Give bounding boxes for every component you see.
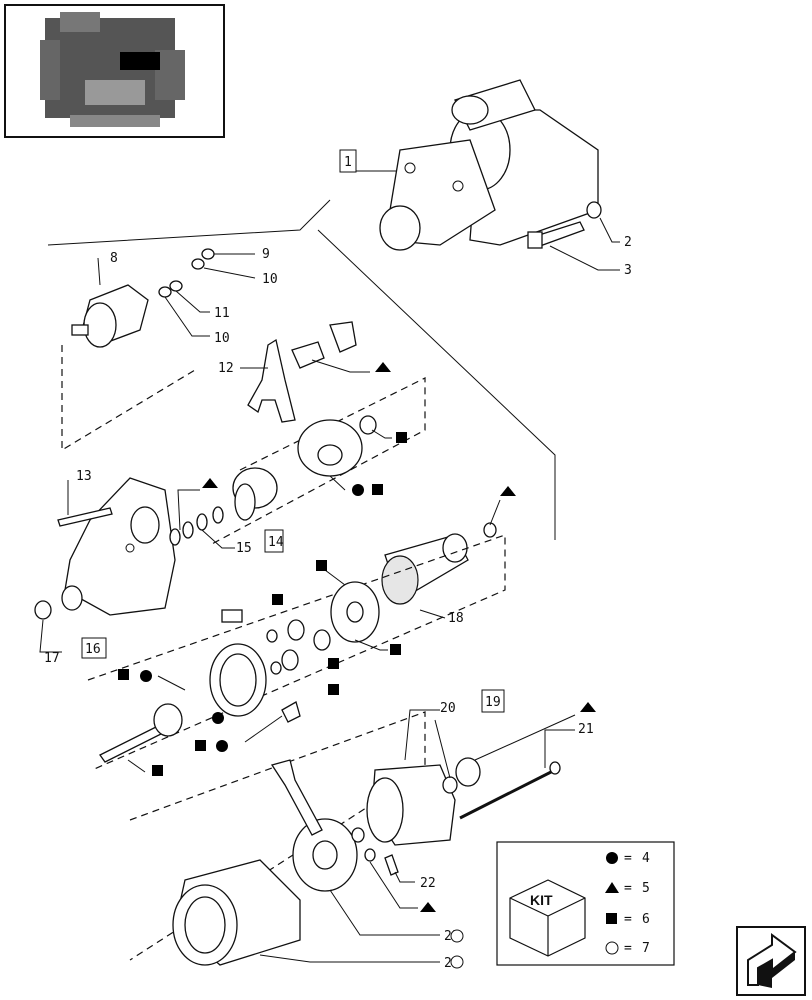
circle-marker [212, 712, 224, 724]
callout-1: 1 [339, 149, 408, 173]
engine-thumbnail-icon[interactable] [4, 4, 225, 138]
svg-text:4: 4 [642, 851, 650, 866]
square-marker [272, 594, 283, 605]
washer-part-2: 2 [586, 201, 632, 250]
nut-part-11: 11 [169, 280, 230, 321]
square-marker [396, 432, 407, 443]
brush-holder-plate-23: 23 [270, 759, 464, 944]
svg-text:=: = [624, 912, 632, 927]
circle-outline-marker [605, 941, 619, 955]
fork-lever-part-12: 12 [218, 338, 296, 423]
svg-text:19: 19 [485, 695, 501, 710]
kit-cube-icon: KIT [509, 879, 586, 957]
svg-text:=: = [624, 941, 632, 956]
svg-text:9: 9 [262, 247, 270, 262]
screw-part-22: 22 [364, 848, 436, 912]
svg-text:5: 5 [642, 881, 650, 896]
intermediate-housing [297, 415, 407, 496]
dashed-guide-drive [209, 377, 426, 546]
square-marker [328, 658, 339, 669]
end-cover-part-20: 20 19 [366, 689, 596, 846]
output-shaft [99, 669, 301, 776]
square-marker [195, 740, 206, 751]
svg-text:2: 2 [624, 235, 632, 250]
ring-gear [209, 609, 267, 724]
svg-text:=: = [624, 851, 632, 866]
svg-text:20: 20 [440, 701, 456, 716]
triangle-marker [375, 362, 391, 372]
washer-part-10-top: 10 [191, 258, 278, 287]
bushing-part-17: 17 16 [34, 600, 107, 666]
square-marker [372, 484, 383, 495]
explode-outline-top [47, 199, 331, 246]
circle-marker [352, 484, 364, 496]
svg-text:10: 10 [214, 331, 230, 346]
through-bolt-part-21: 21 [459, 722, 594, 820]
triangle-marker [605, 882, 619, 893]
circle-outline-marker [450, 929, 464, 943]
svg-text:6: 6 [642, 912, 650, 927]
square-marker [152, 765, 163, 776]
square-marker [316, 560, 327, 571]
square-marker [328, 684, 339, 695]
legend-row-circle: = 4 [606, 851, 650, 866]
svg-text:15: 15 [236, 541, 252, 556]
svg-text:3: 3 [624, 263, 632, 278]
svg-text:12: 12 [218, 361, 234, 376]
svg-text:14: 14 [268, 535, 284, 550]
armature-part-18: 18 [381, 486, 516, 626]
triangle-marker [580, 702, 596, 712]
svg-text:13: 13 [76, 469, 92, 484]
legend-row-circle-outline: = 7 [605, 941, 650, 956]
solenoid-part-8: 8 [71, 251, 149, 348]
svg-text:21: 21 [578, 722, 594, 737]
bolt-part-13: 13 [57, 469, 113, 527]
starter-motor-assembly [379, 79, 599, 251]
circle-marker [606, 852, 618, 864]
planet-carrier-plate [316, 560, 401, 655]
circle-outline-marker [450, 955, 464, 969]
washer-part-10-lower: 10 [158, 286, 230, 346]
pinion-drive-part-14: 14 [232, 467, 284, 553]
square-marker [390, 644, 401, 655]
dashed-guide-gears [87, 534, 506, 771]
svg-text:17: 17 [44, 651, 60, 666]
svg-text:16: 16 [85, 642, 101, 657]
svg-text:KIT: KIT [530, 892, 553, 908]
square-marker [606, 913, 617, 924]
svg-text:18: 18 [448, 611, 464, 626]
circle-marker [140, 670, 152, 682]
legend-box: KIT = 4 = 5 = 6 = 7 [496, 841, 675, 966]
svg-text:22: 22 [420, 876, 436, 891]
legend-row-triangle: = 5 [605, 881, 650, 896]
explode-outline-right [317, 229, 556, 540]
next-page-arrow-icon[interactable] [736, 926, 806, 996]
svg-text:10: 10 [262, 272, 278, 287]
pivot-clip [291, 321, 391, 373]
bolt-part-3: 3 [527, 221, 632, 278]
yoke-part-24: 24 [172, 859, 464, 971]
nut-part-9: 9 [201, 247, 270, 262]
triangle-marker [420, 902, 436, 912]
svg-text:=: = [624, 881, 632, 896]
circle-marker [216, 740, 228, 752]
drive-end-housing [61, 477, 176, 616]
svg-text:1: 1 [344, 155, 352, 170]
triangle-marker [202, 478, 218, 488]
rings-part-15: 15 [169, 478, 252, 556]
triangle-marker [500, 486, 516, 496]
dashed-guide-solenoid [61, 345, 196, 452]
svg-text:7: 7 [642, 941, 650, 956]
planet-gears [266, 594, 339, 695]
svg-text:11: 11 [214, 306, 230, 321]
svg-text:8: 8 [110, 251, 118, 266]
square-marker [118, 669, 129, 680]
legend-row-square: = 6 [606, 912, 650, 927]
